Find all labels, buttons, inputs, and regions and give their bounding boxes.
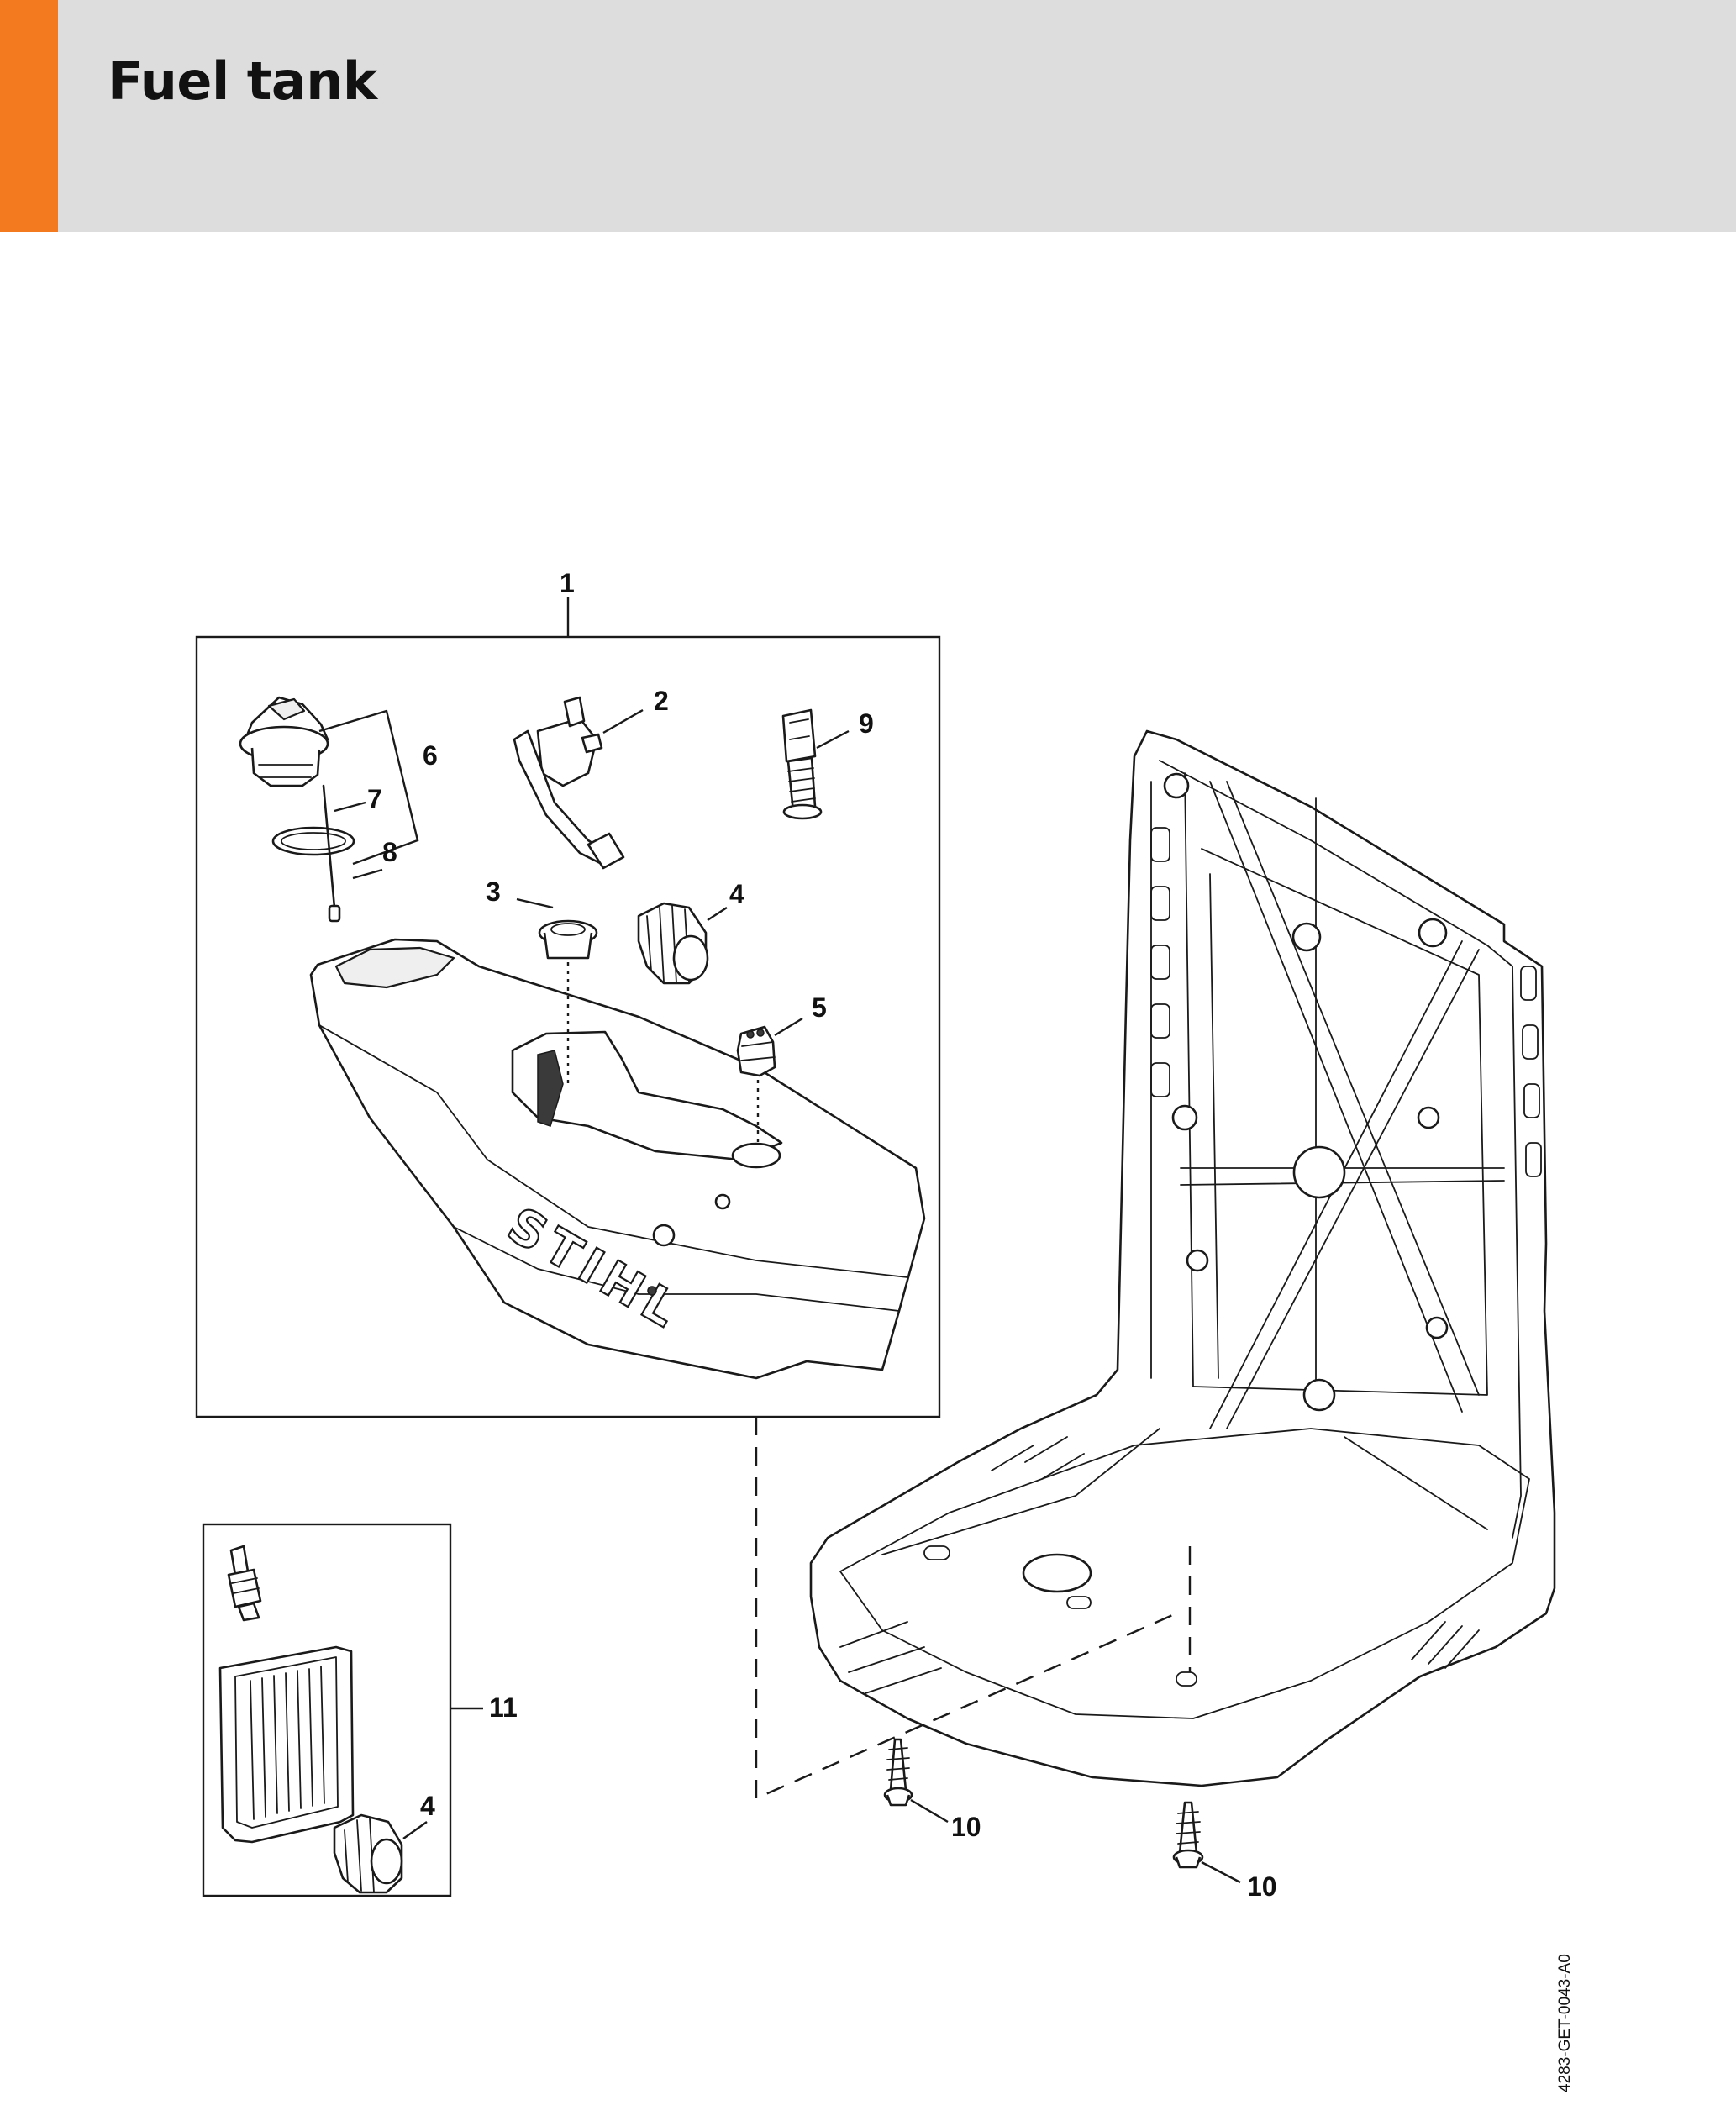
screw-part-10-a [883, 1738, 913, 1807]
fuel-filter-part-4 [637, 902, 709, 985]
leader-7 [334, 801, 366, 813]
tank-cap-part-6 [239, 696, 329, 787]
header-accent-bar [0, 0, 58, 232]
leader-8 [352, 868, 383, 880]
page-title: Fuel tank [108, 50, 377, 112]
callout-10-a: 10 [951, 1812, 981, 1842]
fuel-tank-body: STIHL [309, 938, 926, 1380]
callout-9: 9 [859, 708, 874, 739]
assembly-line-tank [755, 1417, 1177, 1800]
leader-9 [816, 729, 850, 750]
callout-5: 5 [812, 992, 827, 1023]
leader-2 [602, 708, 644, 734]
filter-kit-part-11 [218, 1545, 403, 1894]
callout-4-lower: 4 [420, 1791, 435, 1821]
callout-3: 3 [486, 876, 501, 907]
page-header: Fuel tank [0, 0, 1736, 232]
grommet-part-3 [538, 919, 598, 960]
callout-11: 11 [489, 1692, 518, 1723]
callout-10-b: 10 [1247, 1871, 1277, 1902]
fuel-pickup-part-2 [513, 696, 625, 870]
callout-4: 4 [729, 879, 744, 909]
retainer-cord-part-8 [322, 784, 336, 909]
leader-4a [707, 906, 728, 922]
plug-part-5 [736, 1025, 776, 1077]
filter-kit-box [202, 1523, 452, 1897]
callout-6: 6 [423, 740, 438, 771]
leader-4b [402, 1821, 428, 1839]
callout-7: 7 [367, 784, 382, 814]
screw-part-10-b [1172, 1801, 1204, 1869]
valve-part-9 [781, 708, 823, 820]
backpack-frame [809, 729, 1556, 1787]
leader-10a [910, 1798, 949, 1824]
leader-5 [774, 1017, 803, 1037]
callout-1: 1 [560, 568, 575, 598]
leader-3 [516, 897, 554, 909]
callout-2: 2 [654, 686, 669, 716]
document-number: 4283-GET-0043-A0 [1556, 1954, 1574, 2092]
callout-8: 8 [382, 837, 397, 867]
leader-10b [1201, 1860, 1241, 1884]
seal-ring-part-7 [271, 826, 355, 856]
